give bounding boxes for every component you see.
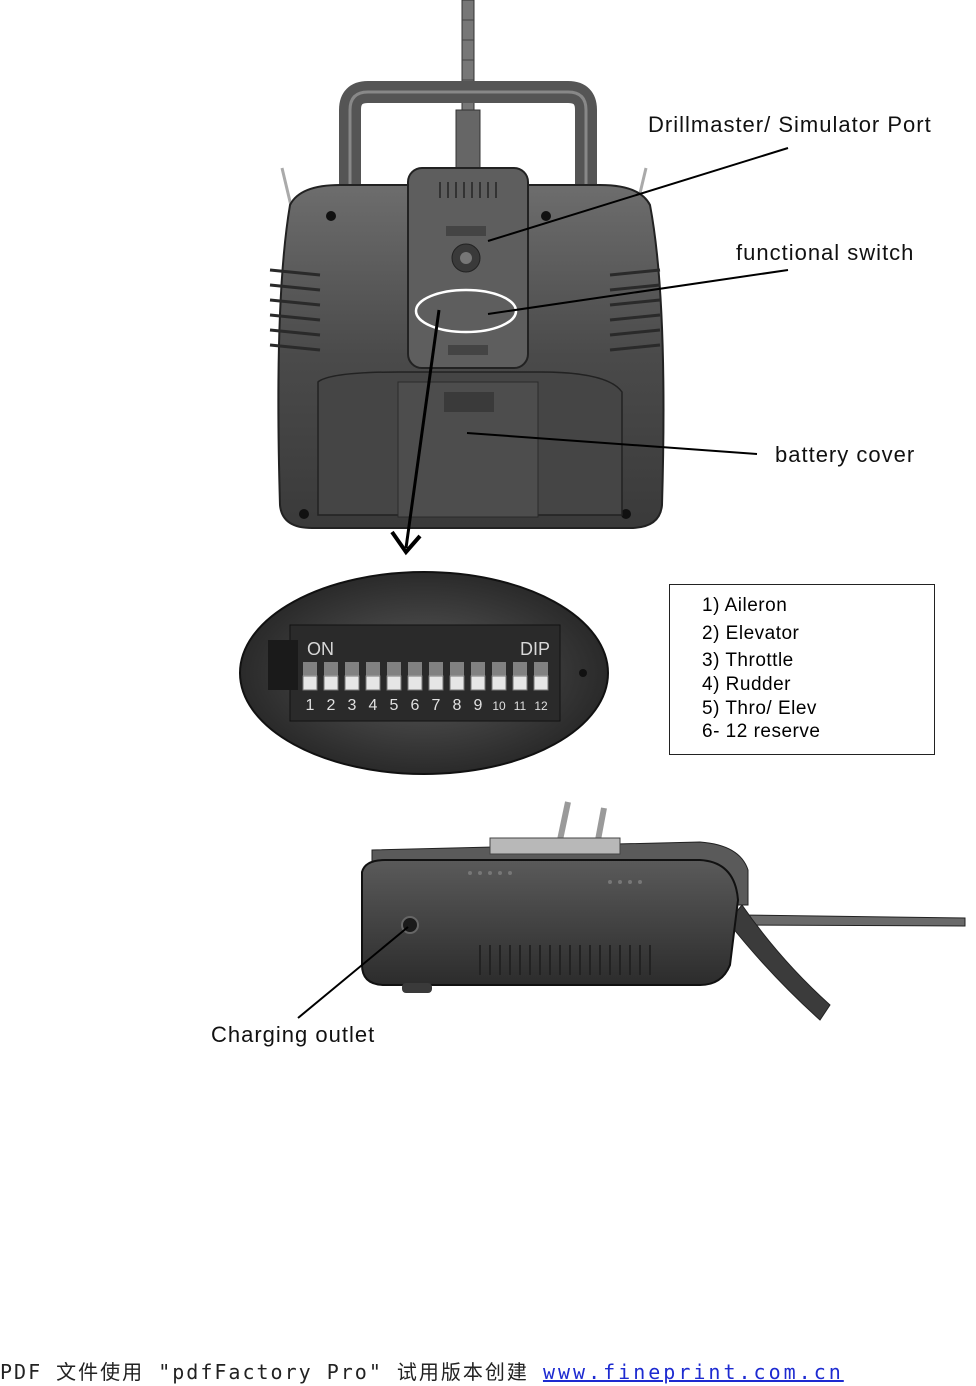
charging-outlet-label: Charging outlet <box>211 1022 376 1047</box>
dip-number: 11 <box>514 699 527 713</box>
dip-slot <box>324 662 338 676</box>
dip-number: 9 <box>474 697 483 714</box>
footer-link[interactable]: www.fineprint.com.cn <box>542 1360 844 1384</box>
legend-item: 1) Aileron <box>702 595 788 616</box>
footer-text: PDF 文件使用 "pdfFactory Pro" 试用版本创建 <box>0 1360 543 1384</box>
battery-cover-label: battery cover <box>775 442 916 467</box>
dip-number: 6 <box>411 697 420 714</box>
dip-number: 10 <box>492 699 506 713</box>
simulator-port-label: Drillmaster/ Simulator Port <box>648 112 932 137</box>
dip-number: 8 <box>453 697 462 714</box>
legend-item: 2) Elevator <box>702 623 800 644</box>
dip-slot <box>492 662 506 676</box>
dip-number: 2 <box>327 697 336 714</box>
dip-key <box>491 675 507 691</box>
dip-number: 12 <box>534 699 548 713</box>
dip-key <box>533 675 549 691</box>
dip-slot <box>387 662 401 676</box>
dip-key <box>470 675 486 691</box>
legend-item: 4) Rudder <box>702 674 791 695</box>
dip-slot <box>450 662 464 676</box>
dip-key <box>512 675 528 691</box>
transmitter-rear-view <box>269 0 789 556</box>
dip-key <box>365 675 381 691</box>
dip-dip-label: DIP <box>520 639 550 659</box>
dip-function-legend: 1) Aileron 2) Elevator 3) Throttle 4) Ru… <box>669 584 935 755</box>
dip-slot <box>513 662 527 676</box>
dip-key <box>428 675 444 691</box>
legend-item: 6- 12 reserve <box>702 721 821 742</box>
dip-slot <box>429 662 443 676</box>
dip-key <box>302 675 318 691</box>
dip-number: 5 <box>390 697 399 714</box>
dip-key <box>323 675 339 691</box>
functional-switch-label: functional switch <box>736 240 915 265</box>
dip-key <box>407 675 423 691</box>
dip-on-label: ON <box>307 639 334 659</box>
dip-number: 1 <box>306 697 315 714</box>
dip-number: 7 <box>432 697 441 714</box>
dip-slot <box>303 662 317 676</box>
dip-key <box>449 675 465 691</box>
dip-slot <box>345 662 359 676</box>
dip-number: 3 <box>348 697 357 714</box>
dip-switch-keys <box>302 662 549 691</box>
dip-key <box>386 675 402 691</box>
legend-item: 3) Throttle <box>702 650 794 671</box>
pdf-footer: PDF 文件使用 "pdfFactory Pro" 试用版本创建 www.fin… <box>0 1356 976 1386</box>
legend-item: 5) Thro/ Elev <box>702 698 817 719</box>
dip-slot <box>534 662 548 676</box>
dip-slot <box>366 662 380 676</box>
dip-slot <box>408 662 422 676</box>
dip-key <box>344 675 360 691</box>
dip-number: 4 <box>369 697 378 714</box>
transmitter-side-view <box>297 801 966 1021</box>
dip-slot <box>471 662 485 676</box>
